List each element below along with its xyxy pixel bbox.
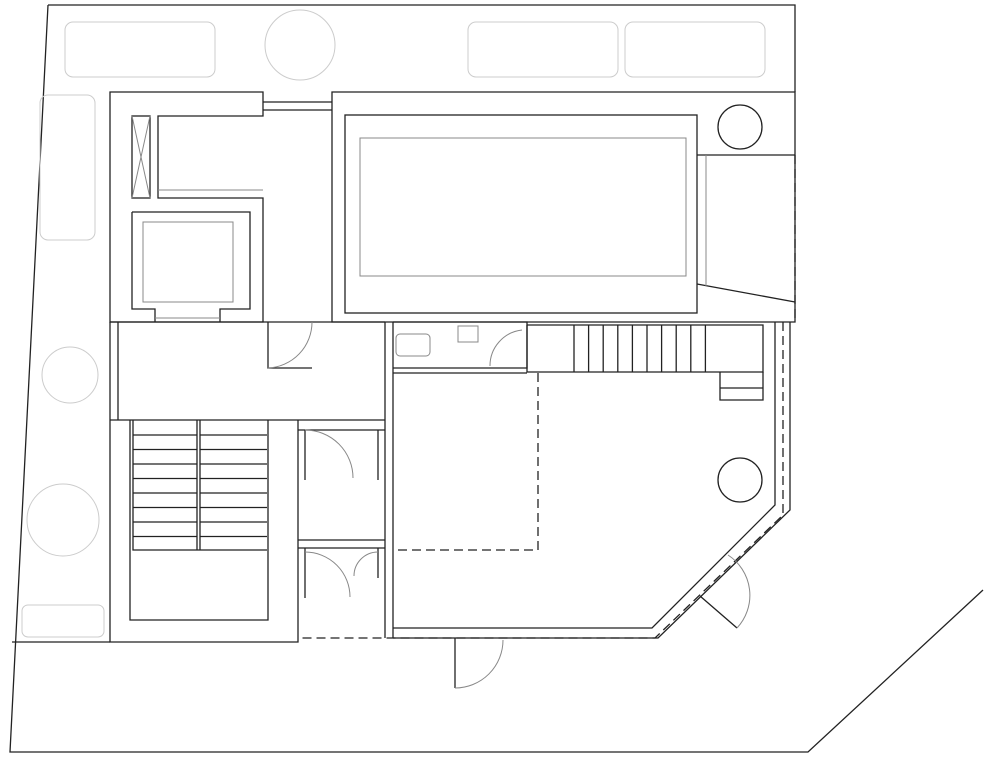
pool — [331, 91, 796, 323]
stairs-west — [109, 420, 299, 643]
wc — [393, 321, 528, 374]
stairs-east — [526, 324, 764, 401]
closets — [298, 429, 385, 598]
corridor — [109, 321, 394, 638]
main-hall — [300, 155, 796, 689]
north-core — [109, 91, 332, 323]
vegetation — [21, 9, 766, 638]
site-boundary — [9, 4, 984, 753]
